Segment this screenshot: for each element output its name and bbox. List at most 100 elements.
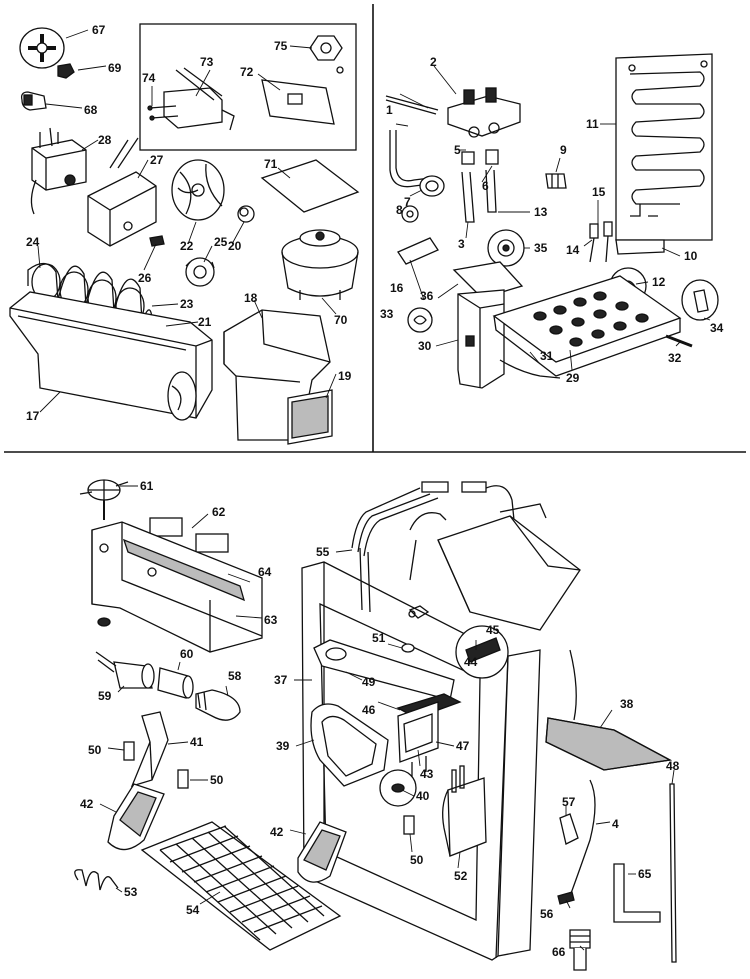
part-17-housing <box>9 291 213 421</box>
label-47: 47 <box>456 739 470 753</box>
part-31-wire <box>499 359 561 379</box>
part-60-sleeve <box>157 667 194 699</box>
part-62-switches <box>149 517 229 553</box>
part-48-rod <box>669 783 677 963</box>
part-25-gear <box>185 257 215 287</box>
part-38-filter-pad <box>545 649 673 771</box>
label-49: 49 <box>362 675 376 689</box>
part-19-filter <box>287 389 333 445</box>
label-44: 44 <box>464 655 478 669</box>
label-40: 40 <box>416 789 430 803</box>
label-1: 1 <box>386 103 393 117</box>
part-10-bracket <box>615 239 665 255</box>
part-40-callout <box>379 769 417 807</box>
part-35-bushing <box>487 229 525 267</box>
label-54: 54 <box>186 903 200 917</box>
part-68-bulb-socket <box>20 91 47 111</box>
label-59: 59 <box>98 689 112 703</box>
part-4-tube <box>569 779 596 897</box>
part-2-water-valve <box>447 87 521 138</box>
part-1-tube <box>385 95 439 115</box>
label-17: 17 <box>26 409 40 423</box>
label-69: 69 <box>108 61 122 75</box>
part-3-13-hoses <box>461 169 497 223</box>
part-72-plate <box>261 79 335 125</box>
part-30-module-head <box>457 289 505 389</box>
label-74: 74 <box>142 71 156 85</box>
label-67: 67 <box>92 23 106 37</box>
label-20: 20 <box>228 239 242 253</box>
label-13: 13 <box>534 205 548 219</box>
label-24: 24 <box>26 235 40 249</box>
label-61: 61 <box>140 479 154 493</box>
label-75: 75 <box>274 39 288 53</box>
label-27: 27 <box>150 153 164 167</box>
label-53: 53 <box>124 885 138 899</box>
part-8-grommet <box>401 205 419 223</box>
ice-mold-cells <box>533 291 649 347</box>
part-33-gear <box>407 307 433 333</box>
part-61-thermostat <box>79 479 129 520</box>
label-62: 62 <box>212 505 226 519</box>
label-56: 56 <box>540 907 554 921</box>
part-7-tubing <box>389 130 445 197</box>
part-70-fan-motor <box>281 229 359 300</box>
label-51: 51 <box>372 631 386 645</box>
label-6: 6 <box>482 179 489 193</box>
label-35: 35 <box>534 241 548 255</box>
part-69-clip <box>57 63 75 79</box>
label-8: 8 <box>396 203 403 217</box>
label-9: 9 <box>560 143 567 157</box>
part-42-paddle-right <box>297 821 347 883</box>
label-48: 48 <box>666 759 680 773</box>
part-66-connector <box>569 929 591 971</box>
label-68: 68 <box>84 103 98 117</box>
part-36-cover <box>452 261 524 299</box>
label-23: 23 <box>180 297 194 311</box>
part-14-15-wire-terminals <box>589 221 613 263</box>
part-5-6-fittings <box>461 149 499 165</box>
part-44-45-switch-callout <box>455 625 509 679</box>
part-22-fan-blade <box>171 159 225 221</box>
label-28: 28 <box>98 133 112 147</box>
label-39: 39 <box>276 739 290 753</box>
label-65: 65 <box>638 867 652 881</box>
part-55-wire-harness <box>351 481 515 613</box>
label-50c: 50 <box>410 853 424 867</box>
label-34: 34 <box>710 321 724 335</box>
label-46: 46 <box>362 703 376 717</box>
label-4: 4 <box>612 817 619 831</box>
label-2: 2 <box>430 55 437 69</box>
label-71: 71 <box>264 157 278 171</box>
part-26-clip <box>149 235 165 247</box>
part-16-rod <box>397 237 439 265</box>
part-63-64-bracket <box>91 521 263 653</box>
part-52-cover <box>442 765 487 857</box>
label-58: 58 <box>228 669 242 683</box>
label-64: 64 <box>258 565 272 579</box>
part-32-shaft <box>665 334 693 348</box>
part-57-clamp <box>559 813 579 845</box>
label-15: 15 <box>592 185 606 199</box>
part-49-bracket <box>313 639 455 701</box>
label-55: 55 <box>316 545 330 559</box>
label-50b: 50 <box>210 773 224 787</box>
label-73: 73 <box>200 55 214 69</box>
part-41-lever <box>130 711 169 788</box>
label-19: 19 <box>338 369 352 383</box>
label-42a: 42 <box>80 797 94 811</box>
part-9-clip <box>545 173 567 189</box>
label-45: 45 <box>486 623 500 637</box>
label-7: 7 <box>404 195 411 209</box>
label-30: 30 <box>418 339 432 353</box>
part-51-screw <box>401 643 415 653</box>
label-11: 11 <box>586 117 599 131</box>
part-11-heater-plate <box>615 53 713 241</box>
ice-bucket-chute <box>437 503 581 631</box>
part-58-bulb <box>195 689 241 721</box>
part-71-cover-plate <box>260 159 360 213</box>
label-32: 32 <box>668 351 682 365</box>
label-25: 25 <box>214 235 228 249</box>
part-53-spring <box>74 869 119 891</box>
part-65-elbow-tube <box>613 863 661 923</box>
